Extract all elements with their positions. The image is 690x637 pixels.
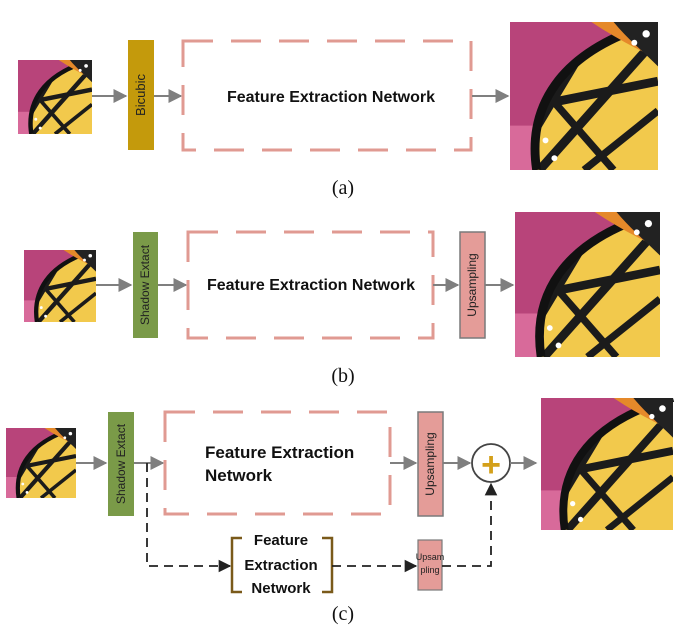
- small-upsampling-line2: pling: [420, 565, 439, 575]
- feature-extraction-network-label-a: Feature Extraction Network: [227, 89, 435, 106]
- input-butterfly-image-b: [24, 250, 96, 322]
- left-bracket: [230, 536, 242, 594]
- upsampling-label-c: Upsampling: [423, 432, 437, 495]
- caption-b: (b): [331, 365, 354, 387]
- shadow-extract-label-b: Shadow Extact: [138, 244, 152, 325]
- upsampling-block-c: [417, 411, 444, 517]
- plus-symbol: +: [481, 446, 501, 484]
- output-butterfly-image-c: [541, 398, 673, 530]
- feature-extraction-network-box-c: [163, 410, 392, 516]
- small-upsampling-line1: Upsam: [416, 552, 445, 562]
- small-network-line1: Feature: [254, 532, 308, 549]
- small-network-line2: Extraction: [244, 557, 317, 574]
- feature-extraction-network-line1-c: Feature Extraction: [205, 443, 354, 462]
- feature-extraction-network-label-b: Feature Extraction Network: [207, 277, 415, 294]
- panel-b: Shadow Extact Feature Extraction Network…: [24, 212, 660, 387]
- feature-extraction-network-box-a: [181, 39, 473, 152]
- shadow-extract-block-c: [108, 412, 134, 516]
- shadow-extract-label-c: Shadow Extact: [114, 423, 128, 504]
- dashed-branch-arrow-3: [442, 482, 498, 567]
- input-butterfly-image-c: [6, 428, 76, 498]
- right-bracket: [322, 536, 334, 594]
- shadow-extract-block-b: [133, 232, 158, 338]
- upsampling-block-b: [459, 231, 486, 339]
- dashed-branch-arrow-1: [146, 463, 232, 573]
- panel-c: Shadow Extact Feature Extraction Network…: [6, 398, 673, 625]
- small-upsampling-block: [417, 539, 443, 591]
- panel-a: Bicubic Feature Extraction Network (a): [18, 22, 658, 199]
- upsampling-label-b: Upsampling: [465, 253, 479, 316]
- bicubic-label: Bicubic: [133, 74, 148, 116]
- bicubic-block: [128, 40, 154, 150]
- output-butterfly-image-a: [510, 22, 658, 170]
- caption-a: (a): [332, 177, 354, 199]
- output-butterfly-image-b: [515, 212, 660, 357]
- caption-c: (c): [332, 603, 354, 625]
- input-butterfly-image-a: [18, 60, 92, 134]
- feature-extraction-network-line2-c: Network: [205, 466, 273, 485]
- small-network-line3: Network: [251, 580, 311, 597]
